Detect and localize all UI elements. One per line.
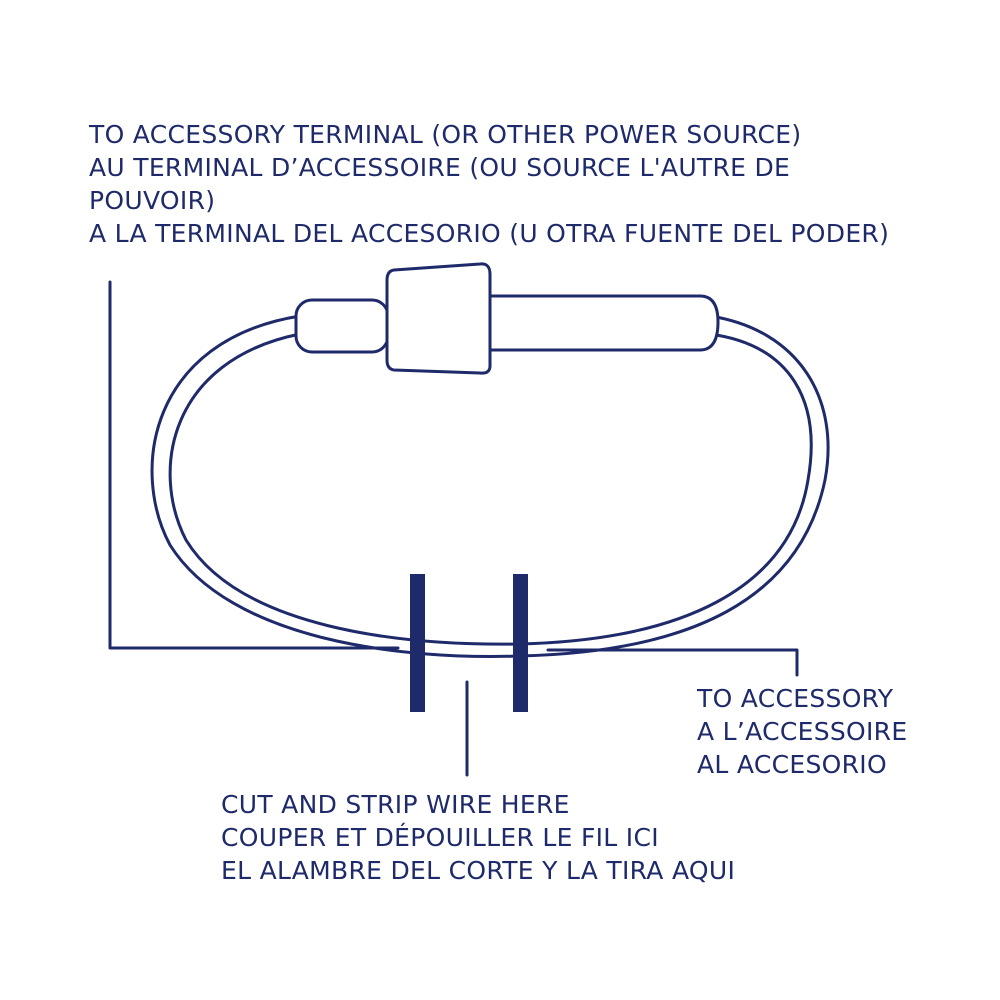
leader-line-accessory xyxy=(546,648,799,677)
leader-line-power-source xyxy=(108,280,400,650)
cut-strip-label-fr: COUPER ET DÉPOUILLER LE FIL ICI xyxy=(221,823,659,852)
accessory-label-en: TO ACCESSORY xyxy=(697,684,894,713)
cut-strip-label-en: CUT AND STRIP WIRE HERE xyxy=(221,790,570,819)
cut-strip-label-es: EL ALAMBRE DEL CORTE Y LA TIRA AQUI xyxy=(221,856,736,885)
fuse-holder-left-cap xyxy=(294,298,390,354)
power-source-label-fr-1: AU TERMINAL D’ACCESSOIRE (OU SOURCE L'AU… xyxy=(89,153,791,182)
cut-strip-label: CUT AND STRIP WIRE HERE COUPER ET DÉPOUI… xyxy=(221,788,735,887)
wire-loop-inner xyxy=(168,332,813,646)
cut-mark-left xyxy=(410,574,425,712)
cut-mark-right xyxy=(513,574,528,712)
wire-loop-outer xyxy=(150,314,830,658)
accessory-label: TO ACCESSORY A L’ACCESSOIRE AL ACCESORIO xyxy=(697,682,907,781)
fuse-holder-nut xyxy=(385,262,492,375)
power-source-label-es: A LA TERMINAL DEL ACCESORIO (U OTRA FUEN… xyxy=(89,219,890,248)
power-source-label: TO ACCESSORY TERMINAL (OR OTHER POWER SO… xyxy=(89,118,889,250)
power-source-label-fr-2: POUVOIR) xyxy=(89,186,216,215)
fuse-holder-barrel xyxy=(488,294,720,352)
accessory-label-es: AL ACCESORIO xyxy=(697,750,887,779)
power-source-label-en: TO ACCESSORY TERMINAL (OR OTHER POWER SO… xyxy=(89,120,802,149)
accessory-label-fr: A L’ACCESSOIRE xyxy=(697,717,908,746)
